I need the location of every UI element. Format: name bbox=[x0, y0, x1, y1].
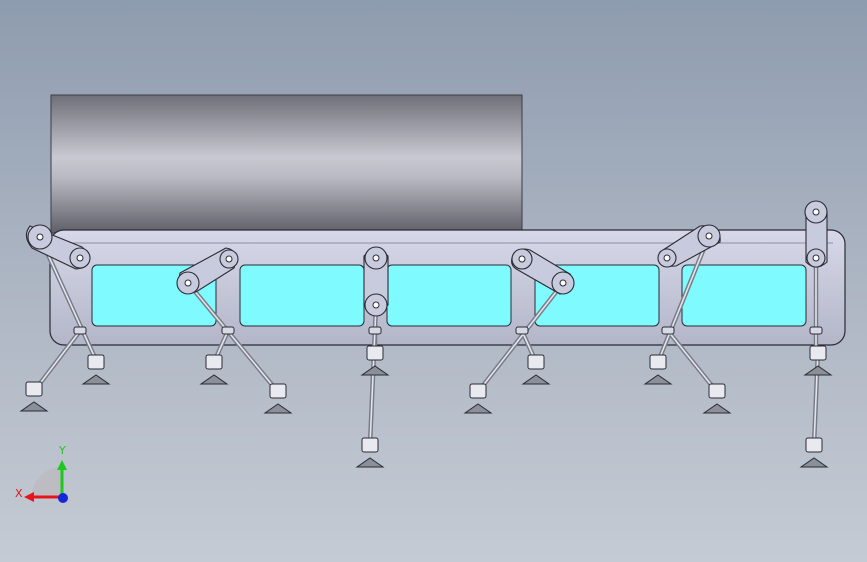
foot-11 bbox=[803, 345, 833, 376]
y-axis-arrowhead bbox=[57, 460, 67, 470]
foot-9 bbox=[643, 354, 673, 385]
rod-collars bbox=[73, 326, 823, 335]
feet bbox=[19, 345, 833, 468]
foot-3 bbox=[199, 354, 229, 385]
x-axis-label: X bbox=[15, 487, 23, 500]
foot-12 bbox=[799, 437, 829, 468]
window-3 bbox=[386, 264, 512, 327]
foot-10 bbox=[702, 383, 732, 414]
z-axis-dot bbox=[58, 493, 68, 503]
foot-1 bbox=[19, 381, 49, 412]
foot-7 bbox=[463, 383, 493, 414]
triad-quadrant bbox=[32, 467, 62, 497]
foot-8 bbox=[521, 354, 551, 385]
axis-triad[interactable]: X Y bbox=[15, 444, 68, 503]
foot-5 bbox=[360, 345, 390, 376]
x-axis-arrowhead bbox=[24, 492, 34, 502]
window-2 bbox=[239, 264, 365, 327]
pivot-pins bbox=[36, 208, 820, 309]
foot-4 bbox=[263, 383, 293, 414]
y-axis-label: Y bbox=[58, 444, 66, 457]
foot-2 bbox=[81, 354, 111, 385]
window-5 bbox=[681, 264, 807, 327]
drum-body bbox=[50, 94, 523, 234]
foot-6 bbox=[355, 437, 385, 468]
